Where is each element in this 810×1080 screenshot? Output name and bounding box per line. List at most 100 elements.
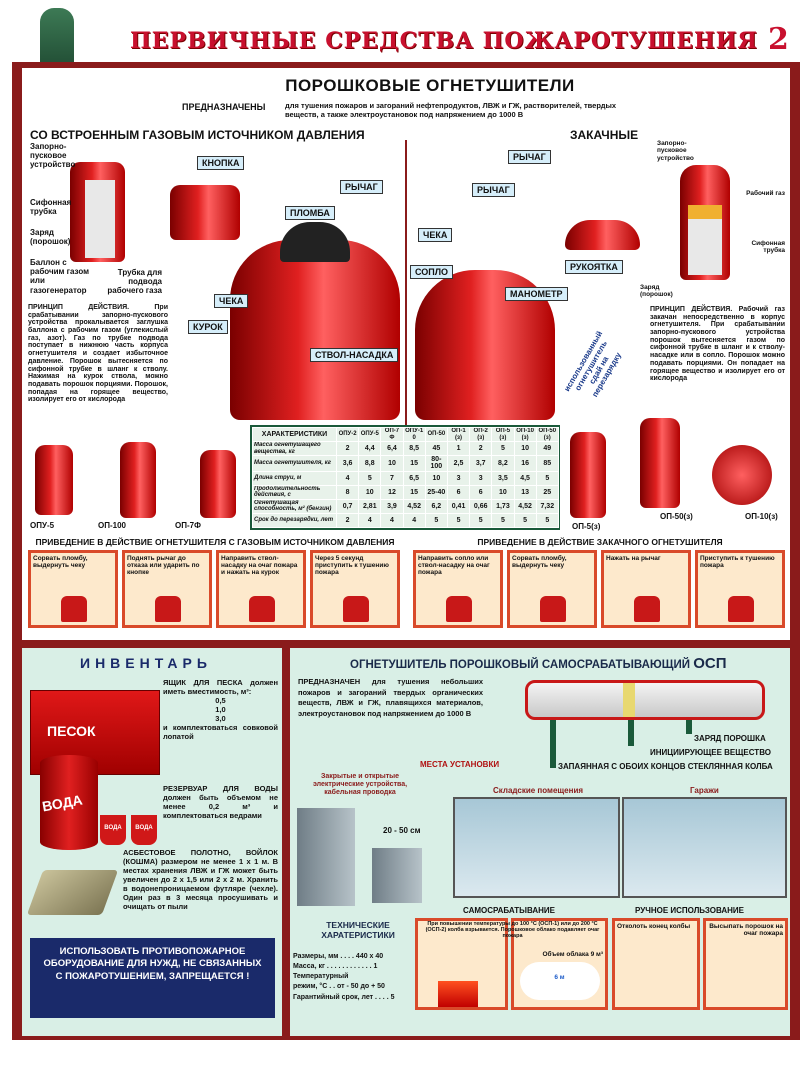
sand-label: ПЕСОК bbox=[47, 723, 96, 739]
blanket-text: АСБЕСТОВОЕ ПОЛОТНО, ВОЙЛОК (КОШМА) разме… bbox=[123, 848, 278, 911]
powder-heading: ПОРОШКОВЫЕ ОГНЕТУШИТЕЛИ bbox=[285, 76, 575, 95]
table-header-cell: ОПУ-2 bbox=[335, 427, 360, 442]
table-cell: 5 bbox=[535, 470, 559, 486]
step-panel: Приступить к тушению пожара bbox=[695, 550, 785, 628]
table-cell: 10 bbox=[513, 441, 537, 456]
step-caption: Направить ствол-насадку на очаг пожара и… bbox=[221, 555, 298, 576]
part-flask: ЗАПАЯННАЯ С ОБОИХ КОНЦОВ СТЕКЛЯННАЯ КОЛБ… bbox=[558, 762, 773, 771]
table-header-cell: ОП-5(з) bbox=[491, 427, 515, 442]
spec-line: Размеры, мм . . . . 440 х 40 bbox=[293, 953, 384, 960]
osp-heading-text: ОГНЕТУШИТЕЛЬ ПОРОШКОВЫЙ САМОСРАБАТЫВАЮЩИ… bbox=[350, 659, 690, 671]
label-valve: Запорно-пусковое устройство bbox=[30, 142, 76, 170]
extinguisher-icon bbox=[446, 596, 472, 622]
steps-pumped: Направить сопло или ствол-насадку на оча… bbox=[413, 550, 785, 628]
table-cell: 1,73 bbox=[491, 498, 515, 514]
small-extinguisher bbox=[170, 185, 240, 240]
step-panel: Поднять рычаг до отказа или ударить по к… bbox=[122, 550, 212, 628]
table-cell: 7,32 bbox=[535, 498, 559, 514]
tech-specs: Размеры, мм . . . . 440 х 40 Масса, кг . … bbox=[293, 952, 413, 1003]
table-cell: 0,41 bbox=[446, 498, 471, 514]
label-charge-r: Заряд (порошок) bbox=[640, 284, 673, 299]
model-label: ОП-5(з) bbox=[572, 522, 601, 531]
table-cell: 5 bbox=[513, 512, 537, 528]
manual-step-1: Отколоть конец колбы bbox=[612, 918, 700, 1010]
label-lever: РЫЧАГ bbox=[340, 180, 383, 194]
table-cell: 3,7 bbox=[469, 455, 493, 472]
auto-text: При повышении температуры до 100 °С (ОСП… bbox=[425, 921, 600, 939]
osp-glass-flask bbox=[525, 680, 765, 720]
table-cell: 2 bbox=[469, 441, 493, 456]
table-cell: 13 bbox=[513, 484, 537, 500]
osp-purpose: ПРЕДНАЗНАЧЕН для тушения небольших пожар… bbox=[298, 677, 483, 719]
table-cell: 2,5 bbox=[446, 455, 471, 472]
osp-heading: ОГНЕТУШИТЕЛЬ ПОРОШКОВЫЙ САМОСРАБАТЫВАЮЩИ… bbox=[350, 655, 726, 672]
spec-line: Масса, кг . . . . . . . . . . . . 1 bbox=[293, 963, 378, 971]
auto-step-cloud: Объем облака 9 м³ 6 м bbox=[511, 918, 608, 1010]
row-header: Масса огнетушителя, кг bbox=[252, 455, 337, 472]
table-header-cell: ОП-50 bbox=[424, 427, 448, 442]
extinguisher-icon bbox=[61, 596, 87, 622]
table-header-cell: ОПУ-10 bbox=[402, 427, 426, 442]
places-heading: МЕСТА УСТАНОВКИ bbox=[420, 760, 500, 769]
table-cell: 6 bbox=[446, 484, 471, 500]
table-cell: 8,2 bbox=[491, 455, 515, 472]
model-op100 bbox=[120, 442, 156, 518]
table-cell: 4,52 bbox=[513, 498, 537, 514]
purpose-label: ПРЕДНАЗНАЧЕНЫ bbox=[182, 102, 266, 112]
label-siphon: Сифонная трубка bbox=[30, 198, 72, 217]
table-cell: 8 bbox=[335, 484, 360, 500]
step-caption: Через 5 секунд приступить к тушению пожа… bbox=[315, 555, 389, 576]
step-panel: Направить сопло или ствол-насадку на оча… bbox=[413, 550, 503, 628]
table-cell: 16 bbox=[513, 455, 537, 472]
extinguisher-icon bbox=[249, 596, 275, 622]
step-caption: Сорвать пломбу, выдернуть чеку bbox=[512, 555, 567, 569]
label-trigger: КУРОК bbox=[188, 320, 228, 334]
electrical-cabinet bbox=[297, 808, 355, 906]
water-text: РЕЗЕРВУАР ДЛЯ ВОДЫ должен быть объемом н… bbox=[163, 784, 278, 820]
step-panel: Сорвать пломбу, выдернуть чеку bbox=[507, 550, 597, 628]
table-cell: 15 bbox=[402, 455, 426, 472]
label-pin: ЧЕКА bbox=[214, 294, 249, 308]
label-lever-2: РЫЧАГ bbox=[472, 183, 515, 197]
volume: 1,0 bbox=[215, 705, 226, 714]
sheet-number: 2 bbox=[768, 22, 789, 57]
step-panel: Через 5 секунд приступить к тушению пожа… bbox=[310, 550, 400, 628]
warehouse-illustration bbox=[453, 797, 620, 898]
tech-heading: ТЕХНИЧЕСКИЕ ХАРАТЕРИСТИКИ bbox=[321, 920, 395, 940]
arrow-charge bbox=[686, 720, 692, 734]
table-header-cell: ОП-2(з) bbox=[469, 427, 493, 442]
row-header: Срок до перезарядки, лет bbox=[252, 512, 337, 528]
table-header-cell: ОП-7Ф bbox=[380, 427, 404, 442]
electrical-device bbox=[372, 848, 422, 903]
spec-line: режим, °С . . от - 50 до + 50 bbox=[293, 983, 385, 991]
manual-step-text: Отколоть конец колбы bbox=[617, 923, 691, 930]
bucket-label: ВОДА bbox=[135, 825, 153, 831]
extinguisher-icon bbox=[343, 596, 369, 622]
model-label: ОПУ-5 bbox=[30, 521, 55, 530]
model-op7f bbox=[200, 450, 236, 518]
table-cell: 4 bbox=[402, 512, 426, 528]
model-label: ОП-10(з) bbox=[745, 512, 778, 521]
manual-heading: РУЧНОЕ ИСПОЛЬЗОВАНИЕ bbox=[635, 906, 744, 915]
table-cell: 4 bbox=[380, 512, 404, 528]
table-cell: 5 bbox=[358, 470, 382, 486]
valve-head bbox=[280, 222, 350, 262]
row-header: Огнетушащая способность, м² (бензин) bbox=[252, 498, 337, 514]
steps-gas-heading: ПРИВЕДЕНИЕ В ДЕЙСТВИЕ ОГНЕТУШИТЕЛЯ С ГАЗ… bbox=[35, 537, 395, 547]
table-cell: 3,6 bbox=[335, 455, 360, 472]
table-cell: 5 bbox=[491, 441, 515, 456]
sand-shovel: и комплектоваться совковой лопатой bbox=[163, 723, 278, 741]
table-cell: 25-40 bbox=[424, 484, 448, 500]
principle-left: ПРИНЦИП ДЕЙСТВИЯ. При срабатывании запор… bbox=[28, 304, 168, 404]
table-cell: 6,2 bbox=[424, 498, 448, 514]
extinguisher-icon bbox=[728, 596, 754, 622]
label-nozzle: СТВОЛ-НАСАДКА bbox=[310, 348, 399, 362]
water-barrel: ВОДА bbox=[40, 755, 98, 850]
water-label: ВОДА bbox=[40, 791, 84, 815]
divider bbox=[405, 140, 407, 530]
purpose-text: для тушения пожаров и загораний нефтепро… bbox=[285, 101, 617, 119]
label-nozzle-2: СОПЛО bbox=[410, 265, 454, 279]
